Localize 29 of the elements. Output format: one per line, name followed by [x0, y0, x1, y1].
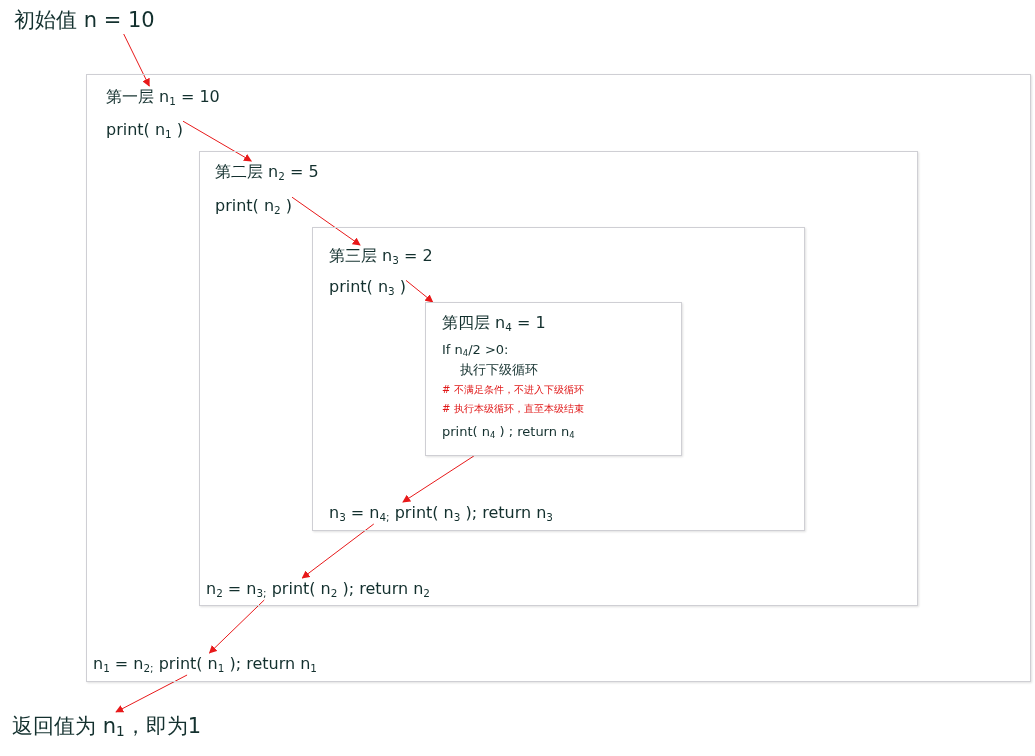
arrow	[402, 455, 475, 503]
code-line: If n$_{4}$/2 >0:	[442, 341, 510, 360]
code-text: 初始值 n = 10	[14, 6, 155, 34]
arrow	[115, 674, 188, 713]
code-line: print( n$_{4}$ ) ; return n$_{4}$	[442, 423, 576, 442]
arrow	[182, 120, 252, 162]
code-block-box	[425, 302, 682, 456]
arrow	[291, 196, 361, 246]
frame-box	[86, 74, 1031, 682]
code-line: print( n$_{3}$ )	[329, 276, 406, 298]
code-line: 执行下级循环	[459, 361, 539, 379]
arrow	[208, 599, 265, 654]
code-line: n$_{2}$ = n$_{3;}$ print( n$_{2}$ ); return n$_{2}$	[206, 578, 430, 600]
comment-text: # 执行本级循环，直至本级结束	[442, 402, 585, 416]
arrow	[123, 33, 150, 87]
arrow	[405, 279, 434, 303]
code-line: print( n$_{2}$ )	[215, 195, 292, 217]
comment-text: # 不满足条件，不进入下级循环	[442, 383, 585, 397]
code-text: 返回值为 n$_{1}$，即为1	[12, 712, 202, 740]
code-line: 第一层 n$_{1}$ = 10	[106, 86, 220, 108]
code-line: n$_{3}$ = n$_{4;}$ print( n$_{3}$ ); return n$_{3}$	[329, 502, 553, 524]
code-line: 第二层 n$_{2}$ = 5	[215, 161, 319, 183]
arrow	[301, 523, 375, 579]
frame-box	[312, 227, 805, 531]
frame-box	[199, 151, 918, 606]
heading-text: 第四层 n$_{4}$ = 1	[442, 313, 547, 334]
code-line: n$_{1}$ = n$_{2;}$ print( n$_{1}$ ); return n$_{1}$	[93, 653, 317, 675]
code-line: 第三层 n$_{3}$ = 2	[329, 245, 433, 267]
code-line: print( n$_{1}$ )	[106, 119, 183, 141]
